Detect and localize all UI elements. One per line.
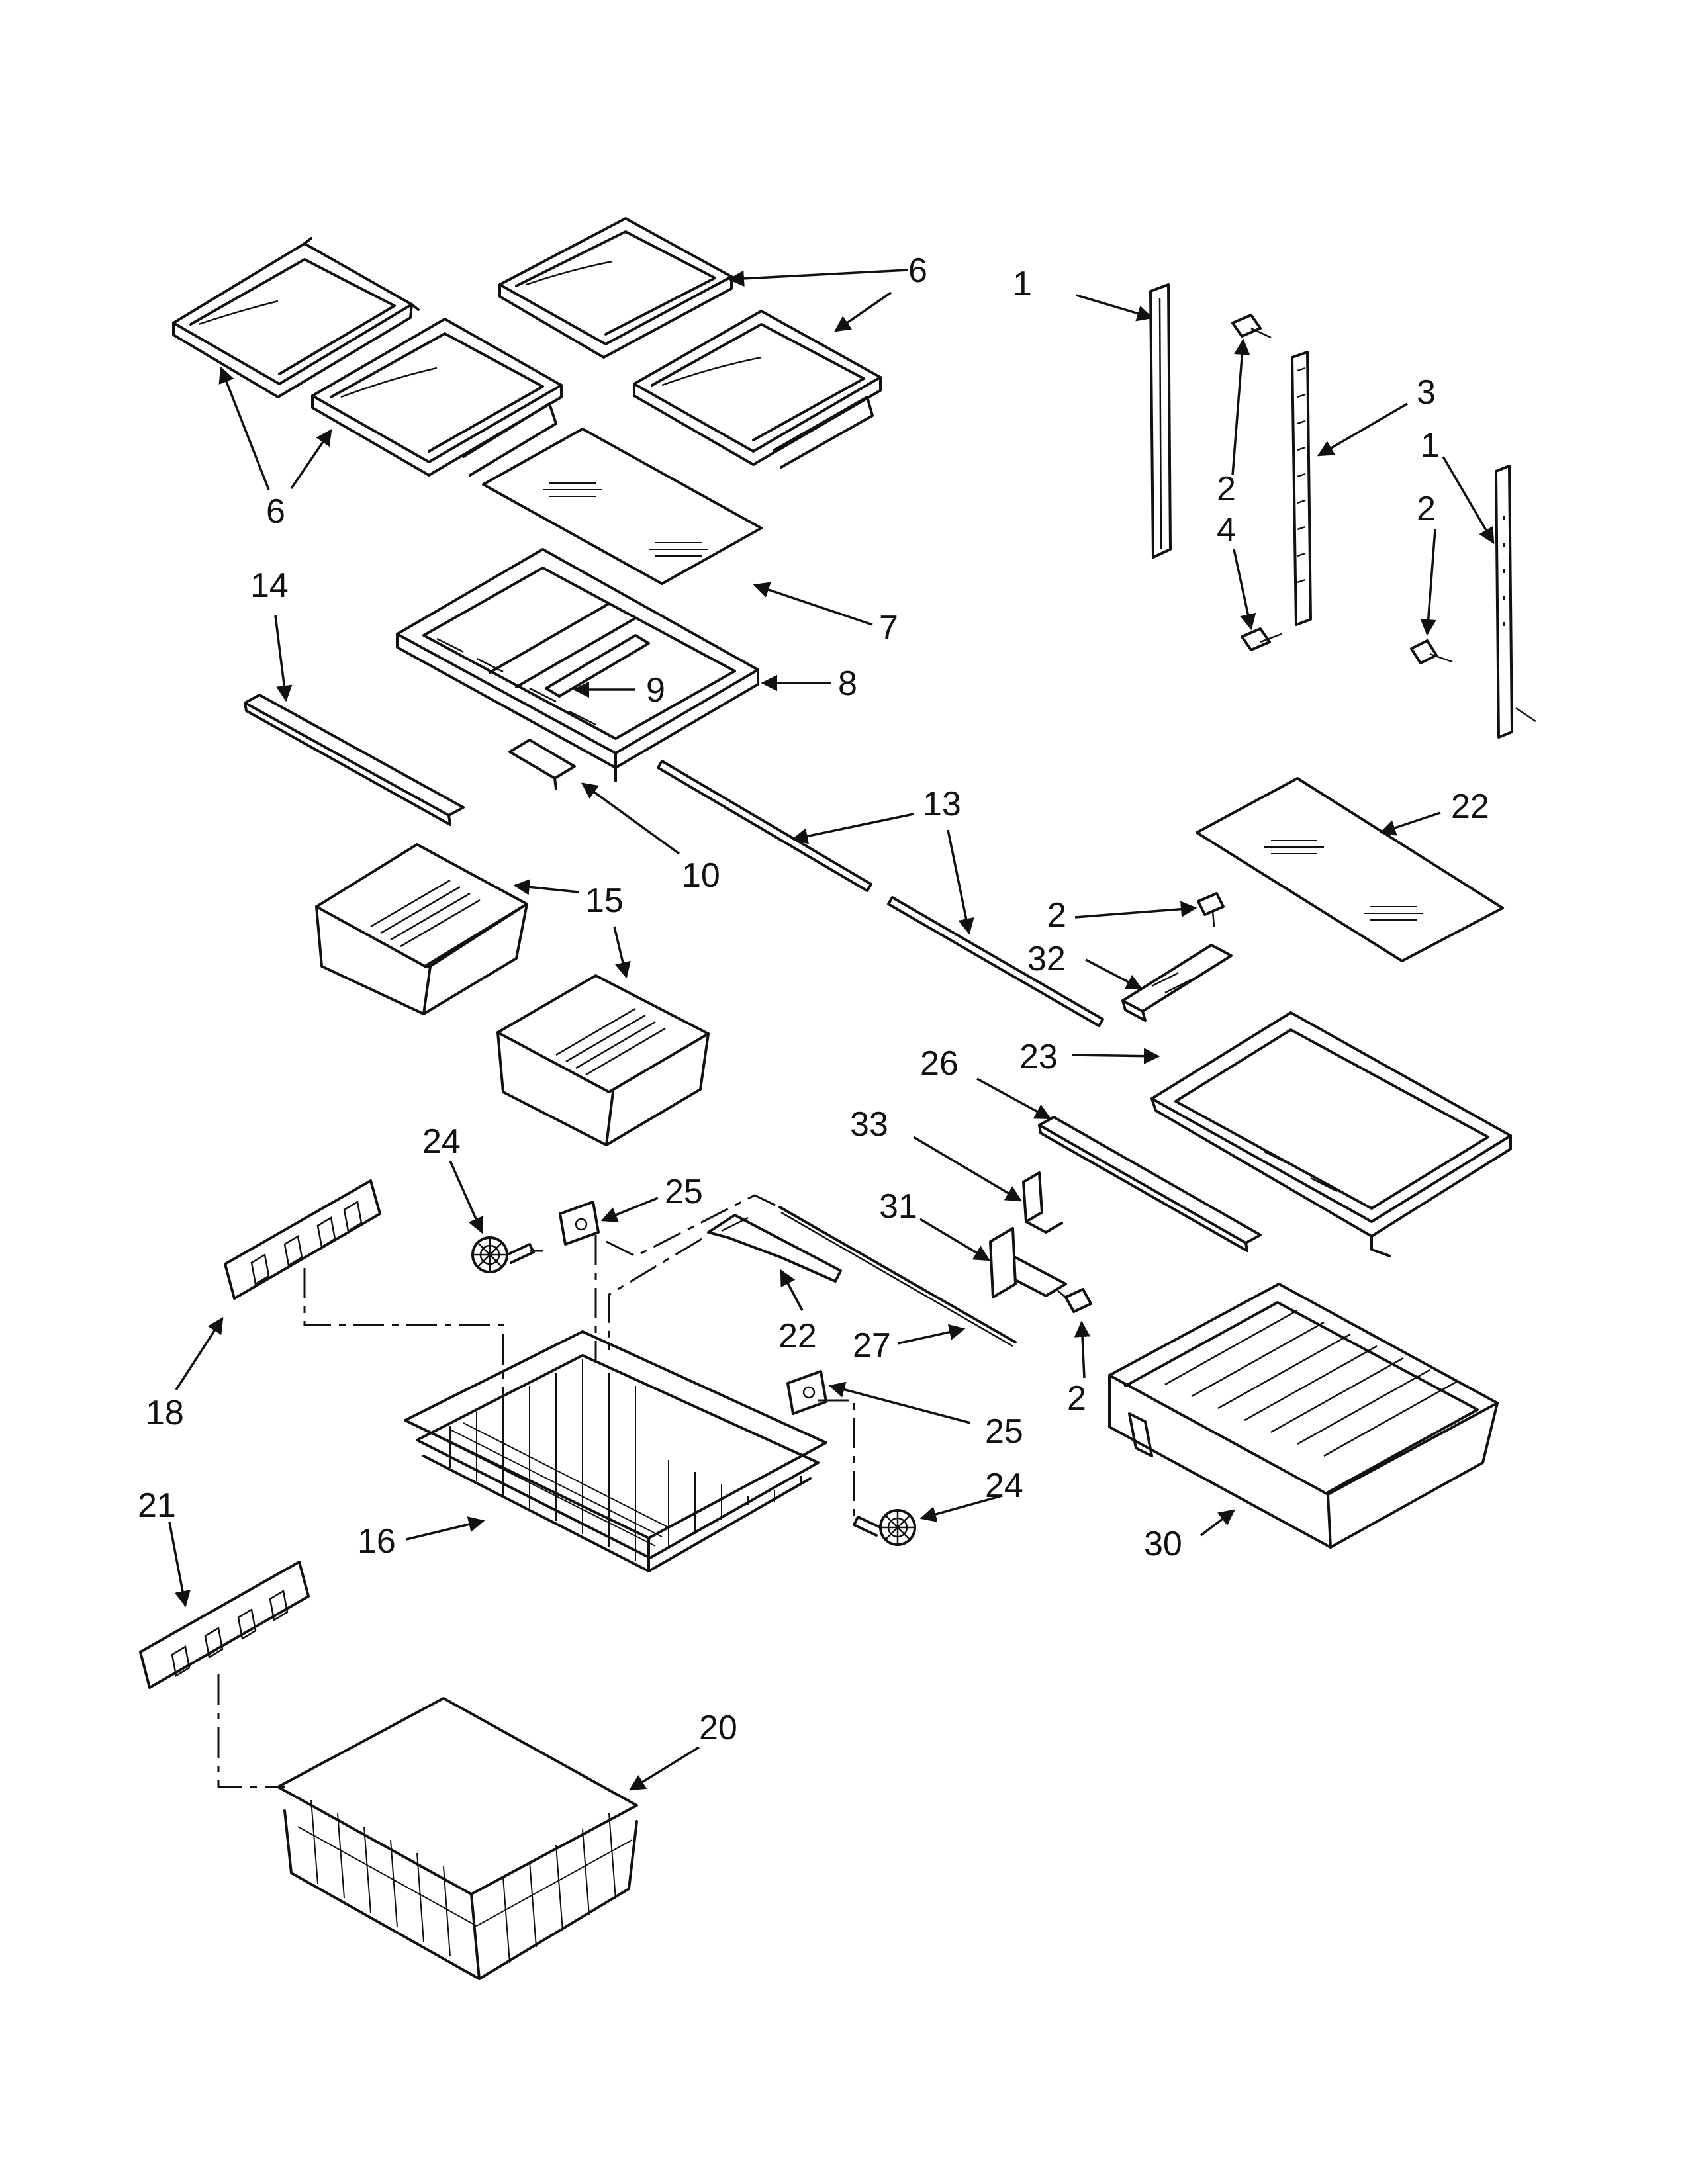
- bracket-33: [1022, 1171, 1063, 1234]
- screw-2-right-rail: [1410, 639, 1453, 664]
- divider-9: [545, 634, 650, 698]
- callout-14: 14: [250, 567, 289, 605]
- bracket-31: [989, 1227, 1067, 1298]
- callout-8: 8: [838, 664, 857, 703]
- shelf-6-top-right-back: [498, 217, 733, 359]
- callout-4: 4: [1217, 511, 1236, 549]
- basket-end-cap-18: [224, 1179, 381, 1300]
- wire-basket-16: [404, 1330, 827, 1572]
- callout-16: 16: [357, 1522, 396, 1561]
- callout-23: 23: [1019, 1038, 1058, 1076]
- callout-20: 20: [699, 1709, 737, 1747]
- shelf-6-top-middle: [311, 318, 563, 477]
- callout-7: 7: [879, 609, 898, 647]
- callout-22-rail: 22: [778, 1317, 817, 1355]
- callout-33: 33: [850, 1105, 888, 1144]
- callout-2-bracket: 2: [1047, 896, 1066, 934]
- callout-1-left: 1: [1013, 265, 1032, 303]
- shelf-6-top-right-front: [633, 310, 882, 469]
- gear-24-right: [853, 1509, 916, 1546]
- shelf-rail-1-left: [1149, 283, 1172, 559]
- crisper-drawer-15-left: [315, 843, 528, 1015]
- callout-21: 21: [138, 1486, 176, 1525]
- callout-24-right: 24: [985, 1467, 1023, 1505]
- screw-2-lower: [1057, 1288, 1092, 1313]
- callout-24-left: 24: [422, 1122, 461, 1161]
- callout-2-rail: 2: [1217, 470, 1236, 508]
- callout-2-right-rail: 2: [1417, 490, 1436, 528]
- glass-shelf-7: [482, 428, 763, 585]
- slide-rail-22: [707, 1214, 842, 1283]
- bracket-32: [1121, 944, 1233, 1022]
- screw-4-rail: [1241, 627, 1282, 651]
- shelf-frame-23: [1150, 1011, 1512, 1257]
- callout-32: 32: [1027, 940, 1066, 978]
- wire-basket-20: [277, 1697, 638, 1980]
- glass-shelf-22: [1196, 777, 1504, 962]
- crisper-cover-frame-8: [396, 548, 759, 782]
- rod-27: [778, 1206, 1017, 1347]
- leader-lines: [168, 269, 1495, 1791]
- callout-18: 18: [146, 1394, 184, 1432]
- callout-30: 30: [1144, 1525, 1182, 1563]
- callout-15: 15: [585, 882, 624, 920]
- gear-24-left: [471, 1236, 535, 1273]
- callout-2-lower: 2: [1067, 1379, 1086, 1418]
- clip-10: [508, 739, 576, 790]
- trim-strip-26: [1038, 1116, 1262, 1252]
- deli-drawer-30: [1108, 1283, 1499, 1549]
- basket-end-cap-21: [139, 1561, 310, 1689]
- callout-26: 26: [920, 1044, 959, 1083]
- callout-6-top-right: 6: [908, 251, 927, 290]
- callout-25-right: 25: [985, 1412, 1023, 1451]
- callout-13: 13: [923, 785, 961, 823]
- cap-25-right: [786, 1370, 827, 1415]
- shelf-rail-3: [1291, 351, 1312, 626]
- callout-6-left: 6: [266, 492, 285, 531]
- callout-9: 9: [646, 671, 665, 709]
- callout-1-right: 1: [1421, 426, 1440, 465]
- phantom-lines: [217, 1194, 855, 1788]
- callout-31: 31: [879, 1187, 917, 1226]
- screw-2-rail: [1231, 314, 1272, 339]
- cap-25-left: [559, 1201, 600, 1246]
- callout-labels: 6 6 1 3 1 2 4 2 7 8 9 14 10 13 15 22 2 3…: [138, 251, 1489, 1747]
- shelf-6-top-left: [172, 237, 420, 398]
- trim-strip-14: [244, 694, 465, 826]
- rod-13: [657, 760, 1104, 1027]
- callout-22-glass: 22: [1451, 788, 1489, 826]
- callout-10: 10: [682, 856, 720, 895]
- callout-3: 3: [1417, 373, 1436, 412]
- callout-27: 27: [853, 1326, 891, 1365]
- callout-25-left: 25: [665, 1173, 703, 1211]
- shelf-rail-1-right: [1495, 465, 1536, 739]
- crisper-drawer-15-right: [496, 974, 710, 1146]
- screw-2-bracket: [1197, 892, 1225, 927]
